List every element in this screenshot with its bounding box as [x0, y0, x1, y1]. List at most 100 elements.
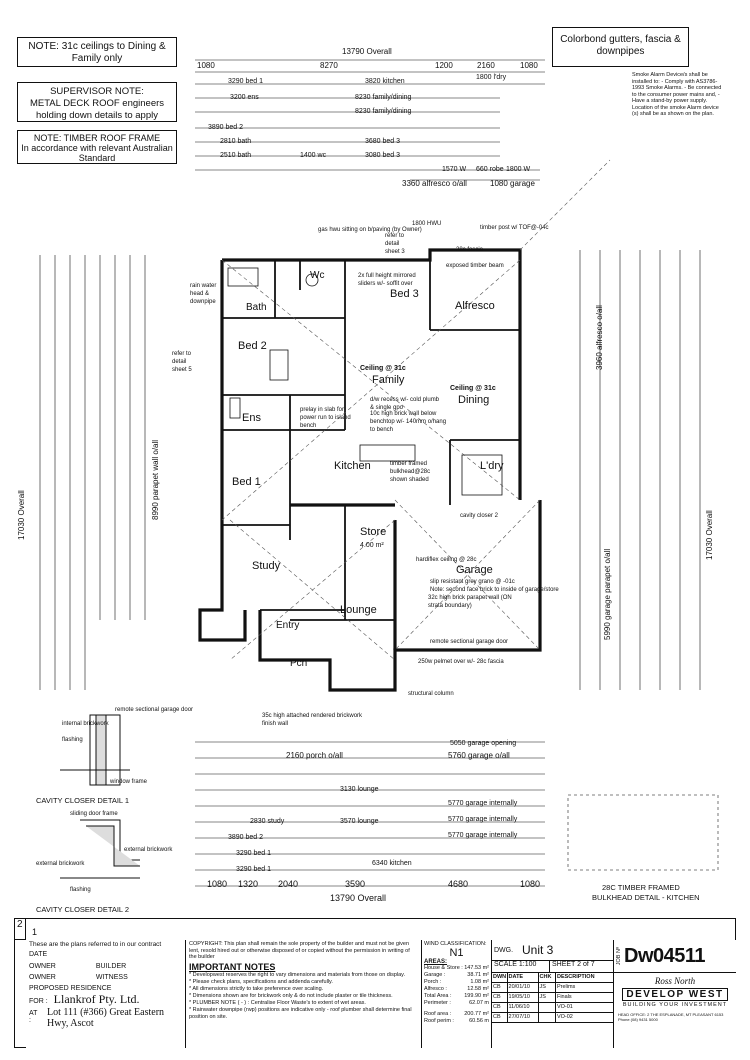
copyright-text: COPYRIGHT: This plan shall remain the so… [189, 941, 410, 960]
area-value: 12.58 m² [467, 986, 489, 992]
fixtures [227, 267, 503, 496]
alfresco-vertical-dim: 3960 alfresco o/all [595, 305, 604, 370]
cavity-internal-label: internal brickwork [62, 721, 109, 727]
area-key: Garage : [424, 972, 446, 978]
witness-label: WITNESS [95, 974, 128, 981]
room-ldry: L'dry [480, 460, 504, 472]
timber-framed-label: 28C TIMBER FRAMED [602, 883, 680, 892]
bottom-kitchen-dim: 6340 kitchen [372, 860, 412, 867]
owner-label: OWNER [29, 963, 56, 970]
room-bed1: Bed 1 [232, 476, 261, 488]
bottom-dim-6: 1080 [520, 879, 541, 889]
wind-label: WIND CLASSIFICATION: [424, 941, 487, 947]
revision-cell: CB [492, 1013, 508, 1022]
areas-heading: AREAS: [424, 959, 448, 965]
job-label: JOB Nº [616, 946, 622, 966]
slab-note: prelay in slab for power run to island b… [300, 407, 351, 429]
hwu-note: 1800 HWU [412, 221, 442, 227]
cavity-rsgd-label: remote sectional garage door [115, 707, 194, 713]
garage-parapet-dim: 5990 garage parapet o/all [603, 548, 612, 640]
room-pch: Pch [290, 658, 308, 669]
dw-recess-note: d/w recess w/- cold plumb & single gpo [370, 397, 440, 411]
timber-note-title: NOTE: TIMBER ROOF FRAME [33, 133, 161, 143]
note-2: * Please check plans, specifications and… [189, 978, 333, 985]
brand-logo: DEVELOP WEST [622, 988, 728, 1001]
top-dim-family: 8230 family/dining [355, 94, 412, 101]
left-dimension-lines [39, 255, 146, 690]
floor-plan-drawing [39, 59, 719, 887]
dwg-label: DWG. [494, 946, 514, 954]
top-dim-bed3-b: 3080 bed 3 [365, 152, 401, 159]
cavity-closer-detail-2-drawing [60, 819, 140, 879]
top-dim-4: 2160 [477, 61, 495, 70]
area-value: 62.07 m [469, 1000, 489, 1006]
revision-cell: DESCRIPTION [556, 974, 595, 980]
revision-cell: 11/06/10 [508, 1003, 539, 1012]
top-dim-2: 8270 [320, 61, 338, 70]
builder-label: BUILDER [95, 963, 127, 970]
area-row: House & Store :147.53 m² [422, 965, 491, 972]
timber-note: NOTE: TIMBER ROOF FRAME In accordance wi… [17, 130, 177, 164]
room-wc: Wc [310, 270, 325, 281]
revision-cell: CB [492, 983, 508, 992]
timber-note-body: In accordance with relevant Australian S… [21, 143, 173, 163]
pelmet-note: 250w pelmet over w/- 28c fascia [418, 659, 504, 665]
ceiling-diagonals [221, 159, 611, 661]
gas-hwu-note: gas hwu sitting on b/paving (by Owner) [318, 227, 422, 233]
top-dim-family-2: 8230 family/dining [355, 108, 412, 115]
parapet-note: 32c high brick parapet wall (ON strata b… [428, 595, 512, 609]
room-alfresco: Alfresco [455, 300, 495, 312]
top-dim-bed1: 3290 bed 1 [228, 78, 264, 85]
roof-key: Roof area : [424, 1011, 452, 1017]
brand-script: Ross North [654, 976, 696, 986]
room-bath: Bath [246, 302, 267, 313]
bottom-dim-3: 2040 [278, 879, 299, 889]
top-dim-5: 1080 [520, 61, 538, 70]
cavity-external-label-2: external brickwork [36, 861, 85, 867]
room-bed2: Bed 2 [238, 340, 267, 352]
bottom-garage-int-1: 5770 garage internally [448, 800, 518, 807]
area-row: Total Area :199.90 m² [422, 993, 491, 1000]
cavity-sliding-label: sliding door frame [70, 811, 118, 817]
cavity-detail-2-title: CAVITY CLOSER DETAIL 2 [36, 905, 130, 914]
area-key: Total Area : [424, 993, 452, 999]
refer-detail-5-note: refer to detail sheet 5 [172, 351, 192, 373]
revision-cell: 20/01/10 [508, 983, 539, 992]
room-study: Study [252, 560, 281, 572]
wind-class: N1 [449, 947, 464, 959]
bottom-dim-2: 1320 [238, 879, 259, 889]
timber-post-note: timber post w/ TOF@-04c [480, 225, 549, 231]
top-dim-bed3: 3680 bed 3 [365, 138, 401, 145]
room-entry: Entry [276, 620, 300, 631]
bottom-dim-4: 3590 [345, 879, 366, 889]
bottom-overall-dim: 13790 Overall [330, 893, 387, 903]
top-dim-alfresco: 3360 alfresco o/all [402, 179, 467, 188]
area-key: Porch : [424, 979, 442, 985]
cavity-detail-1-title: CAVITY CLOSER DETAIL 1 [36, 796, 130, 805]
top-dim-1: 1080 [197, 61, 215, 70]
cavity-window-label: window frame [110, 779, 148, 785]
refer-detail-3-note: refer to detail sheet 3 [385, 233, 405, 255]
top-dim-bath-b: 2510 bath [220, 152, 252, 159]
ceilings-note: NOTE: 31c ceilings to Dining & Family on… [17, 37, 177, 67]
rainwater-note: rain water head & downpipe [190, 283, 217, 305]
note-3: * All dimensions strictly to take prefer… [189, 985, 324, 992]
room-lounge: Lounge [340, 604, 377, 616]
bottom-garage-overall-dim: 5760 garage o/all [448, 751, 510, 760]
room-garage: Garage [456, 564, 493, 576]
for-label: FOR : [29, 998, 48, 1005]
note-4: * Dimensions shown are for brickwork onl… [189, 992, 393, 999]
brick-wall-note: 10c high brick wall below benchtop w/- 1… [370, 411, 447, 433]
area-key: Perimeter : [424, 1000, 451, 1006]
supervisor-note-title: SUPERVISOR NOTE: [50, 86, 144, 97]
revision-cell: 27/07/10 [508, 1013, 539, 1022]
room-dining: Dining [458, 394, 490, 406]
exterior-walls [198, 248, 542, 692]
top-dim-wc: 1400 wc [300, 152, 327, 159]
